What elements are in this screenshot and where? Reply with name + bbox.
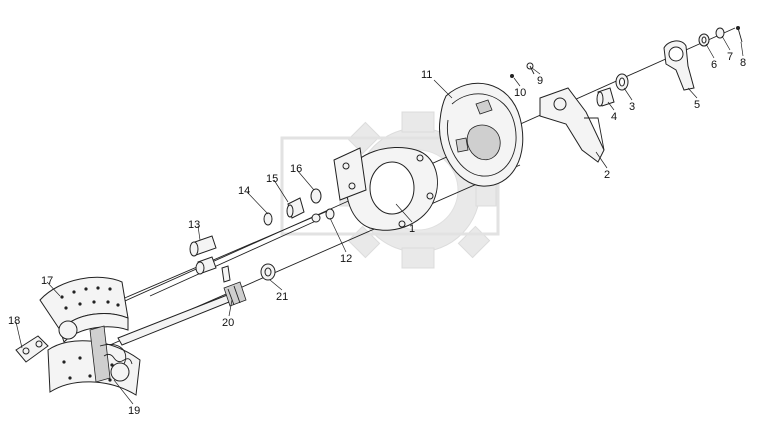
callout-20: 20 xyxy=(222,317,234,329)
callout-9: 9 xyxy=(537,75,543,87)
callout-19: 19 xyxy=(128,405,140,417)
callout-13: 13 xyxy=(188,219,200,231)
callout-labels: 1 2 3 4 5 6 7 8 9 10 11 12 13 14 15 16 1… xyxy=(8,51,746,417)
callout-1: 1 xyxy=(409,223,415,235)
spacer-plate-part-18 xyxy=(15,335,49,363)
seal-ring-part-3 xyxy=(615,73,629,91)
callout-21: 21 xyxy=(276,291,288,303)
camshaft-bracket-part-2 xyxy=(539,87,605,163)
callout-2: 2 xyxy=(604,169,610,181)
callout-7: 7 xyxy=(727,51,733,63)
callout-8: 8 xyxy=(740,57,746,69)
callout-11: 11 xyxy=(421,69,432,81)
washers-part-6-7 xyxy=(698,27,725,47)
callout-15: 15 xyxy=(266,173,278,185)
callout-5: 5 xyxy=(694,99,700,111)
bushing-part-4 xyxy=(596,87,615,107)
callout-4: 4 xyxy=(611,111,617,123)
washer-part-21 xyxy=(260,263,276,281)
bushings-part-14-16 xyxy=(263,188,335,226)
callout-10: 10 xyxy=(514,87,526,99)
leader-lines xyxy=(15,35,744,405)
dust-shield-part-11 xyxy=(439,82,524,187)
slack-adjuster-part-5 xyxy=(663,40,695,91)
callout-3: 3 xyxy=(629,101,635,113)
brake-shoe-assembly-part-17-19 xyxy=(39,276,141,396)
camshaft-part-20 xyxy=(117,281,247,346)
callout-12: 12 xyxy=(340,253,352,265)
bolt-part-9-10 xyxy=(510,62,535,78)
callout-18: 18 xyxy=(8,315,20,327)
callout-17: 17 xyxy=(41,275,53,287)
callout-16: 16 xyxy=(290,163,302,175)
brake-spider-part-1 xyxy=(333,146,438,231)
anchor-pins-part-13 xyxy=(189,235,231,283)
callout-14: 14 xyxy=(238,185,250,197)
pin-part-8 xyxy=(736,26,743,43)
callout-6: 6 xyxy=(711,59,717,71)
